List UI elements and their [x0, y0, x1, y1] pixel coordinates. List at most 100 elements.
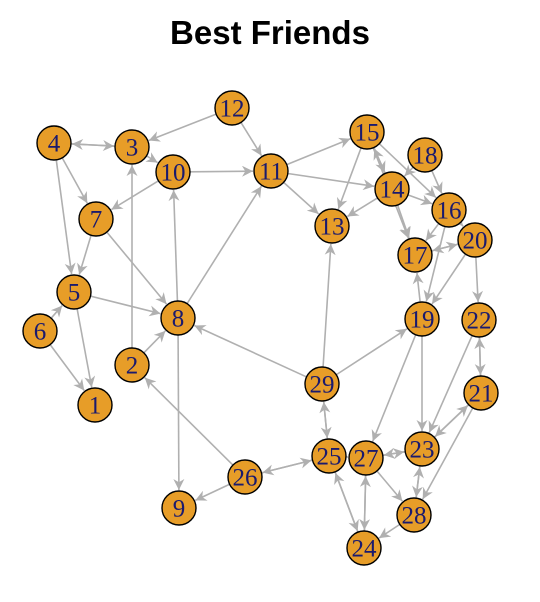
edge-26-9 [194, 483, 230, 502]
node-circle [304, 366, 340, 402]
edge-12-11 [240, 122, 263, 157]
node-circle [349, 114, 385, 150]
edge-21-28 [421, 407, 474, 500]
edge-23-21 [433, 404, 469, 438]
node-label: 2 [126, 353, 139, 380]
node-15: 15 [349, 114, 385, 150]
node-label: 19 [410, 307, 435, 334]
node-14: 14 [374, 171, 410, 207]
node-9: 9 [161, 490, 197, 526]
edge-11-13 [283, 181, 320, 215]
node-circle [114, 347, 150, 383]
node-label: 15 [355, 120, 380, 147]
node-3: 3 [114, 129, 150, 165]
edge-6-1 [49, 344, 85, 392]
node-label: 18 [413, 143, 438, 170]
node-label: 14 [380, 177, 406, 204]
node-18: 18 [407, 137, 443, 173]
node-circle [227, 459, 263, 495]
node-circle [56, 274, 92, 310]
node-label: 22 [467, 308, 492, 335]
edge-19-17 [412, 272, 424, 303]
edge-15-13 [336, 147, 362, 210]
node-label: 25 [317, 444, 342, 471]
node-label: 3 [126, 135, 139, 162]
node-circle [404, 431, 440, 467]
node-label: 10 [161, 160, 186, 187]
node-circle [253, 153, 289, 189]
node-24: 24 [346, 530, 382, 566]
node-circle [457, 222, 493, 258]
node-circle [22, 313, 58, 349]
node-label: 13 [320, 214, 345, 241]
edge-10-11 [189, 165, 254, 177]
edge-26-2 [144, 377, 234, 466]
node-25: 25 [311, 438, 347, 474]
edge-3-10 [145, 152, 159, 164]
node-label: 11 [259, 159, 283, 186]
node-circle [314, 208, 350, 244]
node-label: 1 [89, 393, 102, 420]
edge-24-27 [359, 475, 371, 532]
node-13: 13 [314, 208, 350, 244]
node-circle [78, 201, 114, 237]
node-circle [374, 171, 410, 207]
edge-14-17 [396, 204, 411, 239]
node-circle [161, 490, 197, 526]
graph-title: Best Friends [170, 14, 370, 51]
node-8: 8 [160, 300, 196, 336]
node-label: 23 [410, 437, 435, 464]
edge-16-19 [423, 226, 446, 302]
edge-16-17 [425, 223, 440, 242]
node-label: 12 [220, 96, 245, 123]
edge-26-25 [261, 457, 312, 474]
node-17: 17 [397, 237, 433, 273]
edge-29-13 [322, 243, 336, 368]
node-4: 4 [36, 125, 72, 161]
node-7: 7 [78, 201, 114, 237]
node-circle [348, 440, 384, 476]
node-label: 9 [173, 496, 186, 523]
node-circle [346, 530, 382, 566]
node-circle [404, 301, 440, 337]
node-6: 6 [22, 313, 58, 349]
node-19: 19 [404, 301, 440, 337]
node-circle [311, 438, 347, 474]
edge-28-24 [378, 523, 401, 539]
edge-23-27 [383, 447, 406, 459]
node-label: 5 [68, 280, 81, 307]
node-label: 24 [352, 536, 378, 563]
edge-27-28 [376, 470, 404, 502]
node-5: 5 [56, 274, 92, 310]
edge-11-14 [287, 172, 375, 191]
edge-4-5 [55, 159, 76, 275]
node-22: 22 [461, 302, 497, 338]
node-1: 1 [77, 387, 113, 423]
edge-8-11 [186, 185, 263, 305]
node-label: 7 [90, 207, 103, 234]
edge-layer [49, 113, 486, 539]
node-label: 20 [463, 228, 488, 255]
node-circle [155, 154, 191, 190]
node-12: 12 [214, 90, 250, 126]
node-label: 17 [403, 243, 428, 270]
edge-20-19 [431, 253, 467, 305]
edge-16-20 [451, 214, 464, 227]
edge-8-9 [173, 334, 185, 491]
node-label: 16 [437, 198, 462, 225]
node-23: 23 [404, 431, 440, 467]
edge-29-8 [194, 324, 307, 378]
edge-3-4 [71, 138, 116, 150]
node-16: 16 [431, 192, 467, 228]
edge-14-15 [373, 148, 386, 174]
node-circle [407, 137, 443, 173]
node-27: 27 [348, 440, 384, 476]
node-10: 10 [155, 154, 191, 190]
edge-7-5 [77, 235, 92, 275]
edge-4-7 [61, 157, 88, 204]
edge-11-15 [286, 137, 351, 166]
edge-29-19 [335, 328, 408, 376]
node-11: 11 [253, 153, 289, 189]
node-28: 28 [396, 497, 432, 533]
